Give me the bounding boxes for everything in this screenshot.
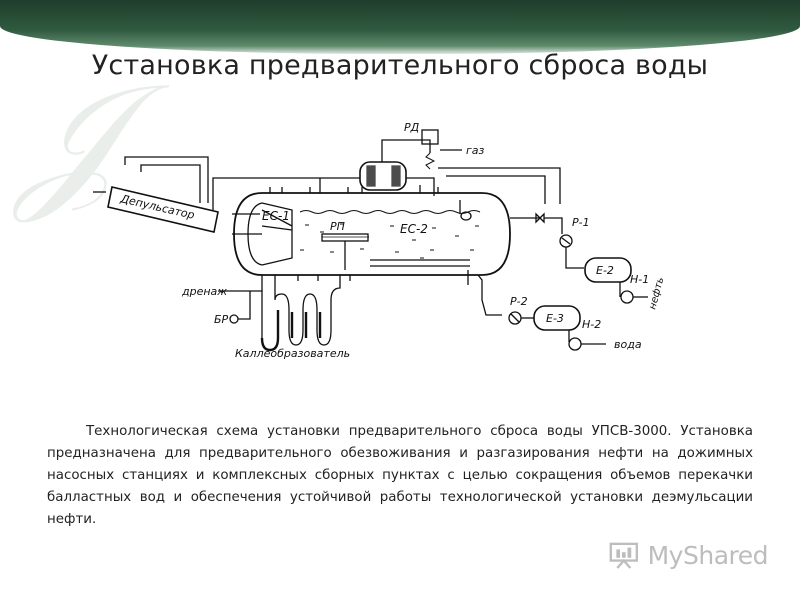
presentation-board-icon: [609, 542, 638, 569]
es2-label: ЕС-2: [400, 222, 428, 236]
slide-caption: Технологическая схема установки предвари…: [47, 424, 753, 527]
e3-label: Е-3: [546, 312, 564, 325]
myshared-logo[interactable]: MyShared: [608, 538, 769, 572]
n1-label: Н-1: [630, 273, 649, 286]
es1-label: ЕС-1: [262, 209, 290, 223]
water-label: вода: [614, 338, 642, 351]
rp-label: РП: [330, 220, 345, 233]
separator-vessel: [232, 185, 511, 281]
oil-label: нефть: [647, 276, 666, 311]
depulsator: Депульсатор: [107, 186, 219, 233]
gas-line: [212, 129, 462, 210]
logo-text: MyShared: [647, 540, 769, 570]
r1-label: Р-1: [572, 216, 590, 229]
slide-title: Установка предварительного сброса воды: [91, 50, 709, 81]
drain-and-coalescer: [218, 281, 341, 352]
gas-label: газ: [466, 144, 485, 157]
drain-label: дренаж: [181, 285, 227, 298]
r2-label: Р-2: [510, 295, 528, 308]
header-band: [0, 0, 800, 54]
coalescer-label: Каллеобразователь: [235, 347, 350, 360]
rd-label: РД: [404, 121, 420, 134]
background-ornament-icon: 𝒥: [18, 52, 122, 226]
e2-label: Е-2: [596, 264, 614, 277]
depulsator-label: Депульсатор: [118, 192, 195, 222]
process-diagram: Депульсатор ЕС-1 ЕС-2 РП: [93, 121, 666, 360]
n2-label: Н-2: [582, 318, 601, 331]
inlet-pipes: [93, 156, 209, 203]
br-label: БР: [214, 313, 229, 326]
outlet-piping: [438, 167, 648, 351]
